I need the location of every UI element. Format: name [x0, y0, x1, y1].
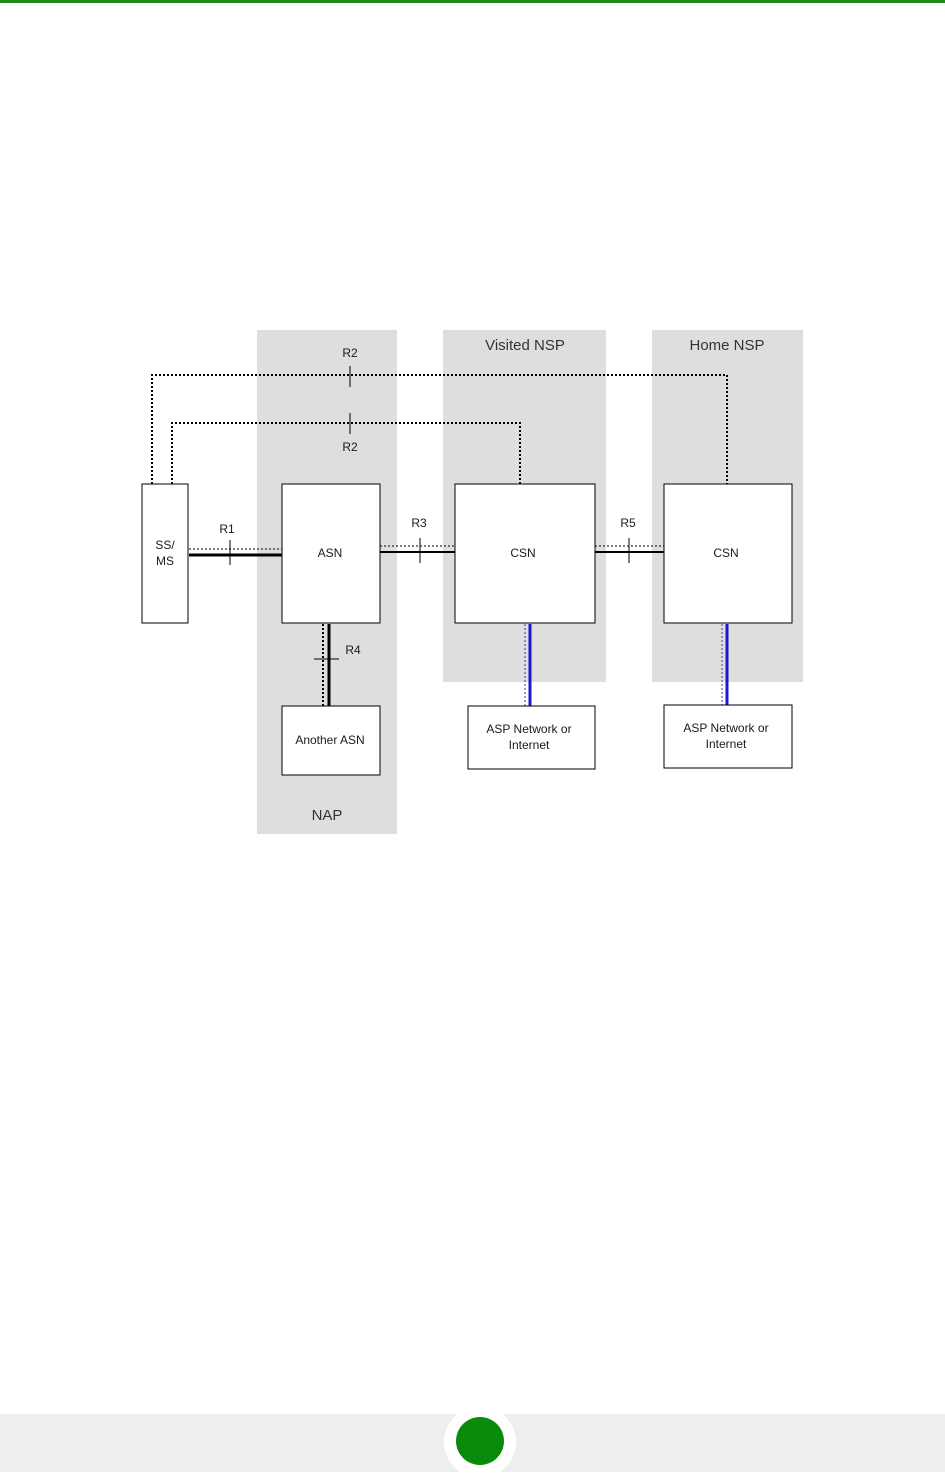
home-csn-label: CSN [713, 546, 738, 560]
r2-top-label: R2 [342, 346, 358, 360]
r4-label: R4 [345, 643, 361, 657]
r2-bottom-label: R2 [342, 440, 358, 454]
nap-label: NAP [312, 807, 343, 824]
another-asn-label: Another ASN [295, 733, 364, 747]
r2-outer-path [152, 375, 727, 484]
r1-label: R1 [219, 522, 235, 536]
visited-nsp-label: Visited NSP [485, 337, 565, 354]
asn-label: ASN [318, 546, 343, 560]
ssms-label-line2: MS [156, 554, 174, 568]
visited-csn-label: CSN [510, 546, 535, 560]
visited-asp-label-line2: Internet [509, 738, 550, 752]
home-asp-label-line2: Internet [706, 737, 747, 751]
r5-label: R5 [620, 516, 636, 530]
home-nsp-label: Home NSP [689, 337, 764, 354]
ssms-label-line1: SS/ [155, 538, 175, 552]
green-circle-icon [456, 1417, 504, 1465]
r3-label: R3 [411, 516, 427, 530]
home-asp-label-line1: ASP Network or [683, 721, 768, 735]
visited-asp-label-line1: ASP Network or [486, 722, 571, 736]
